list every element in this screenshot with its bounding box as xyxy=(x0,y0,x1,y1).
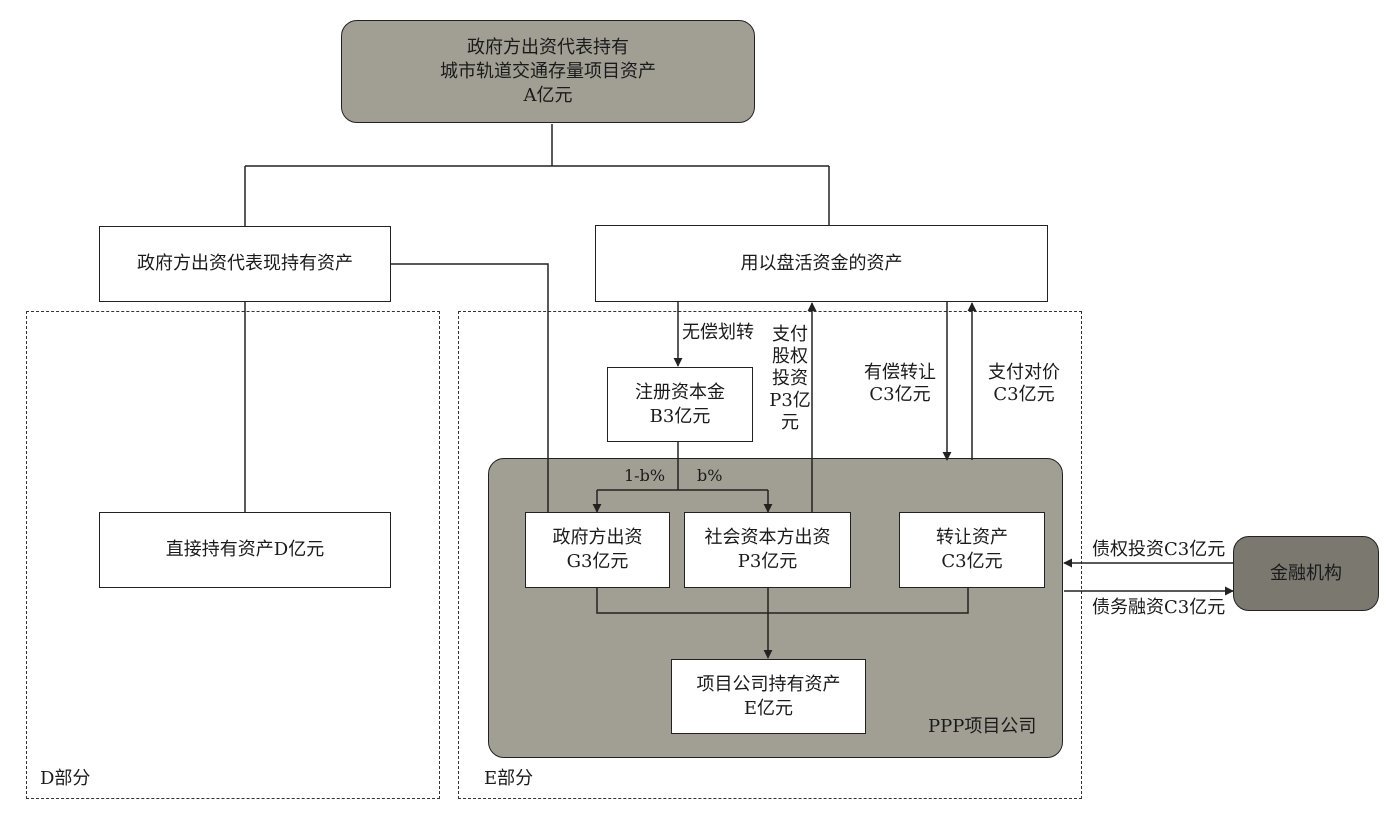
pay-equity-line2: 股权 xyxy=(772,346,808,367)
gov-invest-box: 政府方出资 G3亿元 xyxy=(525,512,670,588)
debt-finance-label: 债务融资C3亿元 xyxy=(1092,597,1226,618)
pay-equity-line1: 支付 xyxy=(772,324,808,345)
pay-equity-line5: 元 xyxy=(781,412,799,433)
ppp-company-label: PPP项目公司 xyxy=(928,716,1037,737)
paid-transfer-line2: C3亿元 xyxy=(869,384,931,405)
top-node-line3: A亿元 xyxy=(523,84,573,106)
free-transfer-label: 无偿划转 xyxy=(682,322,754,343)
pay-consideration-line1: 支付对价 xyxy=(988,362,1060,383)
finance-institution-box: 金融机构 xyxy=(1233,536,1379,611)
social-invest-line1: 社会资本方出资 xyxy=(704,527,831,548)
finance-institution-label: 金融机构 xyxy=(1270,562,1342,584)
social-invest-box: 社会资本方出资 P3亿元 xyxy=(684,512,851,588)
activation-box: 用以盘活资金的资产 xyxy=(595,225,1048,302)
direct-hold-label: 直接持有资产D亿元 xyxy=(165,539,325,560)
gov-hold-box: 政府方出资代表现持有资产 xyxy=(99,226,391,302)
d-part-label: D部分 xyxy=(40,768,91,789)
gov-hold-label: 政府方出资代表现持有资产 xyxy=(137,253,353,274)
top-node-line1: 政府方出资代表持有 xyxy=(467,36,629,58)
transfer-asset-box: 转让资产 C3亿元 xyxy=(899,512,1045,588)
transfer-asset-line1: 转让资产 xyxy=(936,527,1008,548)
gov-invest-line1: 政府方出资 xyxy=(552,527,643,548)
reg-capital-box: 注册资本金 B3亿元 xyxy=(607,367,753,442)
reg-capital-line1: 注册资本金 xyxy=(635,381,725,403)
pay-consideration-label: 支付对价 C3亿元 xyxy=(978,362,1070,406)
split-left-label: 1-b% xyxy=(624,466,666,485)
top-node-line2: 城市轨道交通存量项目资产 xyxy=(440,60,656,82)
e-part-region xyxy=(458,311,1082,799)
paid-transfer-line1: 有偿转让 xyxy=(864,362,936,383)
e-part-label: E部分 xyxy=(484,768,534,789)
pay-consideration-line2: C3亿元 xyxy=(993,384,1055,405)
project-hold-box: 项目公司持有资产 E亿元 xyxy=(671,659,866,734)
paid-transfer-label: 有偿转让 C3亿元 xyxy=(856,362,944,406)
d-part-region xyxy=(26,311,440,799)
split-right-label: b% xyxy=(697,466,723,485)
project-hold-line2: E亿元 xyxy=(743,697,794,719)
reg-capital-line2: B3亿元 xyxy=(649,405,711,427)
direct-hold-box: 直接持有资产D亿元 xyxy=(99,512,391,588)
social-invest-line2: P3亿元 xyxy=(737,551,798,572)
gov-invest-line2: G3亿元 xyxy=(566,551,629,572)
transfer-asset-line2: C3亿元 xyxy=(941,551,1003,572)
pay-equity-line4: P3亿 xyxy=(769,390,811,411)
pay-equity-line3: 投资 xyxy=(772,368,808,389)
top-node-box: 政府方出资代表持有 城市轨道交通存量项目资产 A亿元 xyxy=(341,20,755,123)
project-hold-line1: 项目公司持有资产 xyxy=(696,673,841,695)
activation-label: 用以盘活资金的资产 xyxy=(740,252,903,274)
pay-equity-label: 支付 股权 投资 P3亿 元 xyxy=(768,324,812,434)
debt-invest-label: 债权投资C3亿元 xyxy=(1092,539,1226,560)
